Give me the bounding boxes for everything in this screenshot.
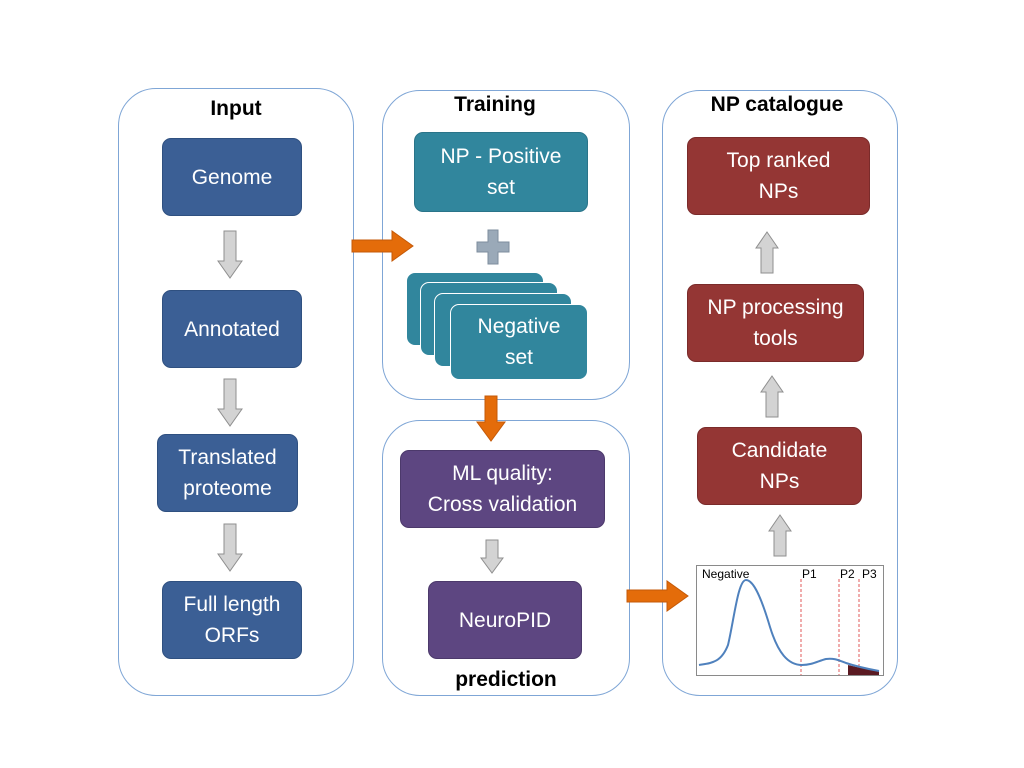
- up-arrow-icon: [755, 231, 779, 274]
- prediction-title: prediction: [455, 668, 557, 691]
- distribution-curve: [698, 578, 880, 672]
- up-arrow-icon: [768, 514, 792, 557]
- full-length-orfs-box: Full length ORFs: [162, 581, 302, 659]
- score-distribution-chart: Negative P1 P2 P3: [696, 565, 884, 676]
- np-processing-tools-box: NP processing tools: [687, 284, 864, 362]
- down-arrow-icon: [476, 395, 506, 442]
- down-arrow-icon: [217, 230, 243, 279]
- neuropid-box: NeuroPID: [428, 581, 582, 659]
- down-arrow-icon: [217, 523, 243, 572]
- training-title: Training: [454, 93, 536, 116]
- tail-area: [848, 665, 879, 675]
- up-arrow-icon: [760, 375, 784, 418]
- chart-label-negative: Negative: [702, 567, 750, 581]
- translated-proteome-box: Translated proteome: [157, 434, 298, 512]
- chart-frame: [696, 565, 884, 676]
- down-arrow-icon: [217, 378, 243, 427]
- right-arrow-icon: [626, 580, 689, 612]
- ml-quality-box: ML quality: Cross validation: [400, 450, 605, 528]
- np-positive-set-box: NP - Positive set: [414, 132, 588, 212]
- candidate-nps-box: Candidate NPs: [697, 427, 862, 505]
- down-arrow-icon: [480, 539, 504, 574]
- genome-box: Genome: [162, 138, 302, 216]
- chart-label-p2: P2: [840, 567, 855, 581]
- negative-set-box: Negative set: [450, 304, 588, 380]
- chart-label-p1: P1: [802, 567, 817, 581]
- right-arrow-icon: [351, 230, 414, 262]
- plus-icon: [476, 229, 510, 265]
- annotated-box: Annotated: [162, 290, 302, 368]
- catalogue-title: NP catalogue: [710, 93, 844, 116]
- input-title: Input: [210, 97, 262, 120]
- top-ranked-nps-box: Top ranked NPs: [687, 137, 870, 215]
- chart-label-p3: P3: [862, 567, 877, 581]
